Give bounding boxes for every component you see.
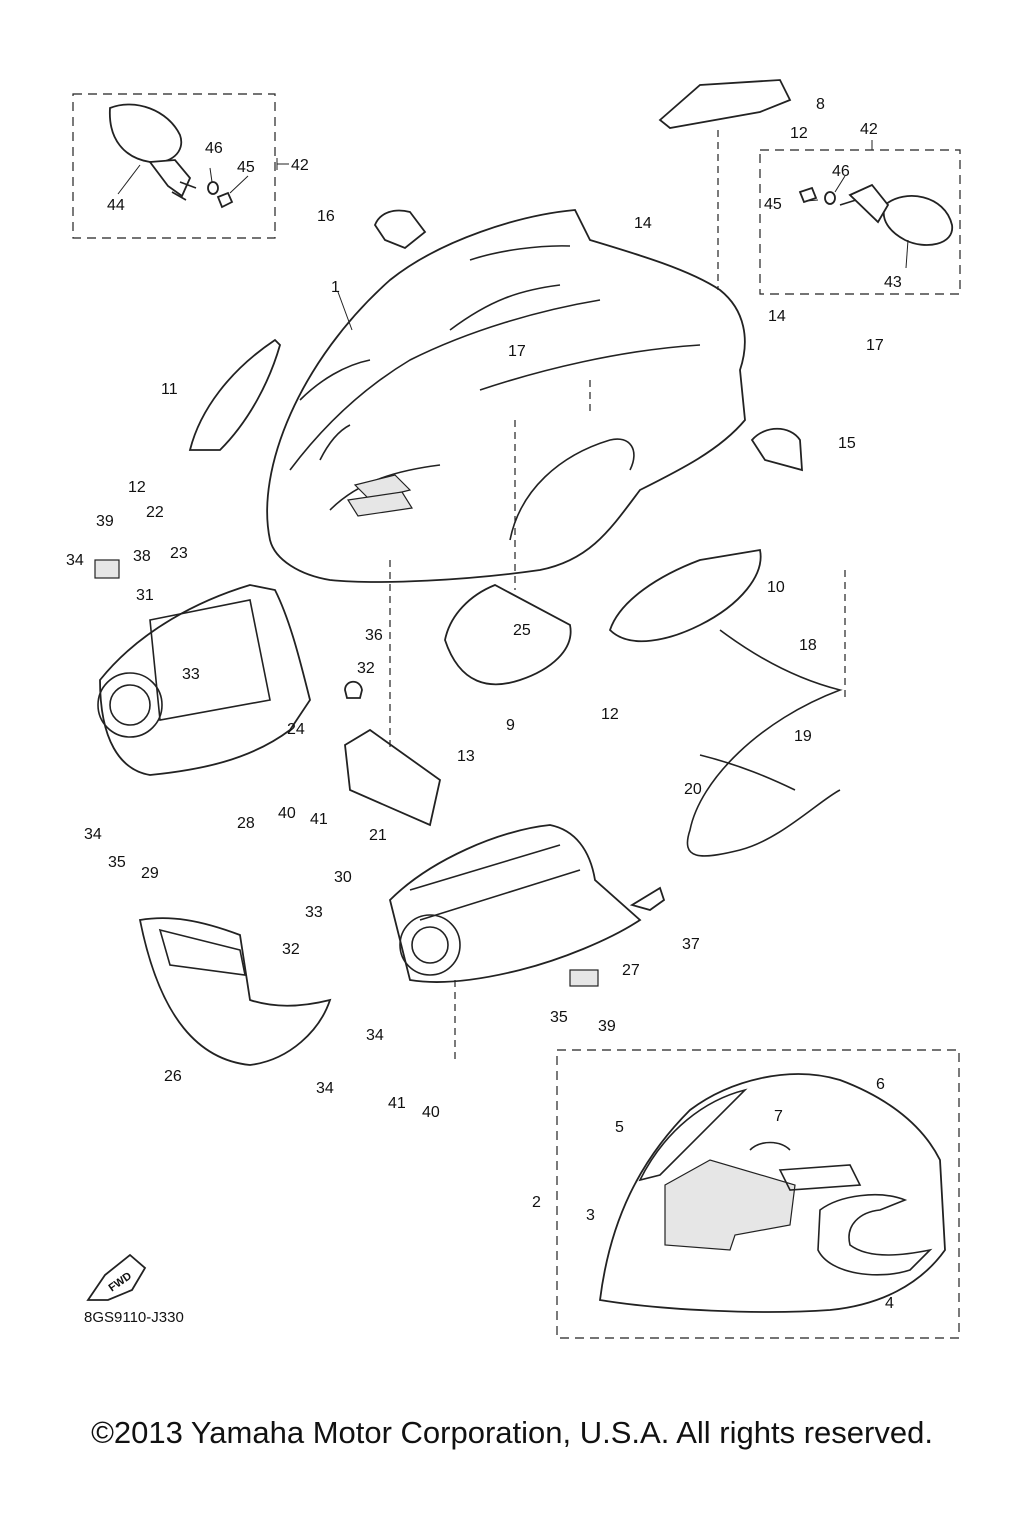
callout-39b: 39: [598, 1018, 616, 1035]
callout-14b: 14: [768, 308, 786, 325]
callout-19: 19: [794, 728, 812, 745]
callout-18: 18: [799, 637, 817, 654]
grommet-24: [344, 680, 363, 699]
callout-44: 44: [107, 197, 125, 214]
callout-17a: 17: [508, 343, 526, 360]
callout-16: 16: [317, 208, 335, 225]
grille-8: [658, 79, 792, 129]
decal-kit-box: [556, 1049, 960, 1339]
callout-45a: 45: [237, 159, 255, 176]
callout-31: 31: [136, 587, 154, 604]
callout-12c: 12: [601, 706, 619, 723]
callout-2: 2: [532, 1194, 541, 1211]
vent-11: [188, 338, 282, 451]
callout-32b: 32: [282, 941, 300, 958]
side-cover-left: [97, 584, 311, 776]
callout-7: 7: [774, 1108, 783, 1125]
hood-assembly: [266, 209, 746, 583]
vent-9: [444, 584, 572, 686]
callout-40b: 40: [422, 1104, 440, 1121]
callout-12b: 12: [790, 125, 808, 142]
pad-39-lower: [569, 969, 599, 987]
callout-40a: 40: [278, 805, 296, 822]
callout-33a: 33: [182, 666, 200, 683]
callout-42a: 42: [291, 157, 309, 174]
copyright-notice: ©2013 Yamaha Motor Corporation, U.S.A. A…: [91, 1415, 933, 1450]
callout-14a: 14: [634, 215, 652, 232]
plate-15: [750, 427, 803, 472]
callout-9: 9: [506, 717, 515, 734]
callout-34c: 34: [366, 1027, 384, 1044]
mirror-left-box: [72, 93, 276, 239]
callout-3: 3: [586, 1207, 595, 1224]
callout-21: 21: [369, 827, 387, 844]
callout-34b: 34: [84, 826, 102, 843]
callout-43: 43: [884, 274, 902, 291]
callout-28: 28: [237, 815, 255, 832]
callout-4: 4: [885, 1295, 894, 1312]
lower-cover: [138, 917, 332, 1066]
pad-39-upper: [94, 559, 120, 579]
callout-13: 13: [457, 748, 475, 765]
callout-45b: 45: [764, 196, 782, 213]
callout-5: 5: [615, 1119, 624, 1136]
callout-22: 22: [146, 504, 164, 521]
callout-23: 23: [170, 545, 188, 562]
mirror-left-drawing: [109, 103, 234, 209]
mirror-right-drawing: [798, 183, 953, 246]
callout-29: 29: [141, 865, 159, 882]
callout-25: 25: [513, 622, 531, 639]
fwd-arrow-icon: FWD: [86, 1253, 147, 1301]
callout-15: 15: [838, 435, 856, 452]
bracket-21: [344, 728, 442, 827]
decal-kit-drawing: [598, 1073, 946, 1313]
callout-17b: 17: [866, 337, 884, 354]
callout-35a: 35: [108, 854, 126, 871]
side-cover-right: [389, 824, 642, 983]
callout-20: 20: [684, 781, 702, 798]
plate-16: [373, 209, 427, 250]
callout-27: 27: [622, 962, 640, 979]
callout-33b: 33: [305, 904, 323, 921]
callout-34a: 34: [66, 552, 84, 569]
callout-39a: 39: [96, 513, 114, 530]
callout-46b: 46: [832, 163, 850, 180]
callout-42b: 42: [860, 121, 878, 138]
callout-12a: 12: [128, 479, 146, 496]
mirror-right-box: [759, 149, 961, 295]
cap-37: [629, 886, 666, 911]
vent-10: [608, 548, 762, 643]
callout-35b: 35: [550, 1009, 568, 1026]
callout-6: 6: [876, 1076, 885, 1093]
callout-37: 37: [682, 936, 700, 953]
callout-8: 8: [816, 96, 825, 113]
callout-32a: 32: [357, 660, 375, 677]
callout-30: 30: [334, 869, 352, 886]
callout-36: 36: [365, 627, 383, 644]
callout-1: 1: [331, 279, 340, 296]
callout-46a: 46: [205, 140, 223, 157]
reference-code: 8GS9110-J330: [84, 1309, 184, 1326]
callout-24: 24: [287, 721, 305, 738]
callout-34d: 34: [316, 1080, 334, 1097]
spring-20: [699, 754, 796, 791]
callout-11: 11: [161, 381, 178, 398]
callout-41b: 41: [388, 1095, 406, 1112]
cable-18: [686, 629, 843, 857]
callout-38: 38: [133, 548, 151, 565]
callout-26: 26: [164, 1068, 182, 1085]
callout-10: 10: [767, 579, 785, 596]
callout-41a: 41: [310, 811, 328, 828]
